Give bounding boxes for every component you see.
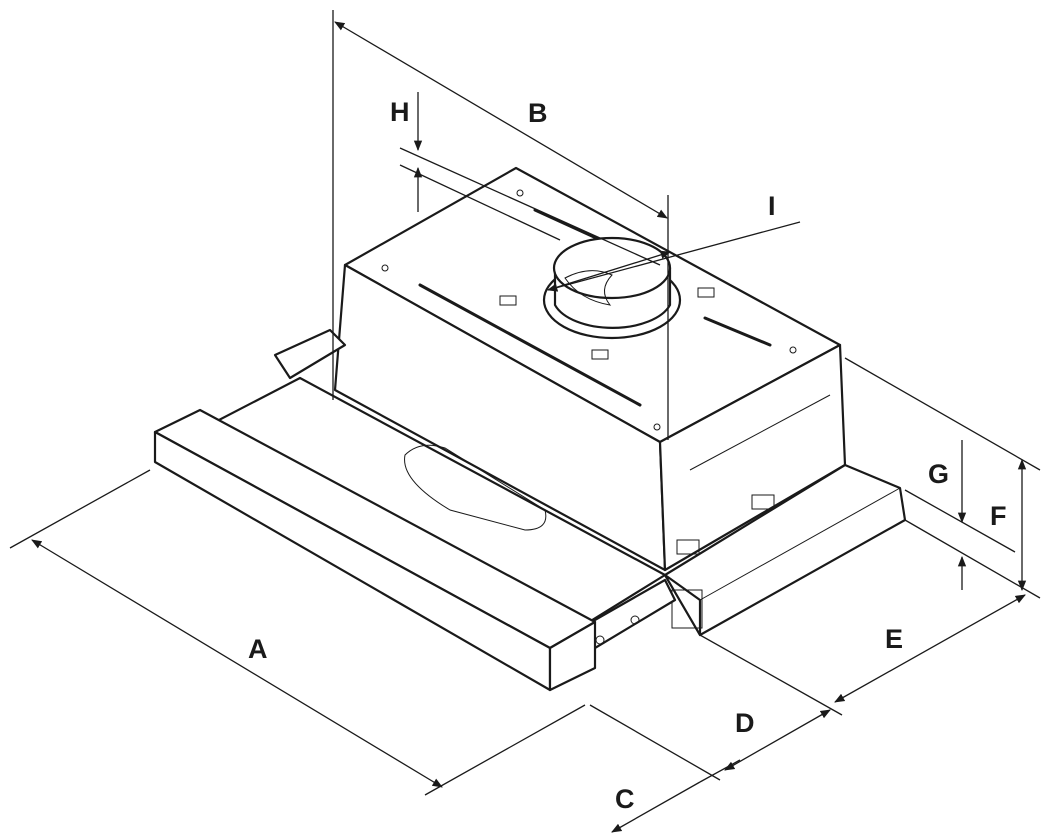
outlet-collar <box>542 236 682 340</box>
label-h: H <box>390 97 410 127</box>
label-f: F <box>990 501 1007 531</box>
label-i: I <box>768 191 776 221</box>
label-d: D <box>735 708 755 738</box>
dimension-labels: A B C D E F G H I <box>248 97 1007 814</box>
label-c: C <box>615 784 635 814</box>
label-b: B <box>528 98 548 128</box>
label-g: G <box>928 459 949 489</box>
label-a: A <box>248 634 268 664</box>
dimension-lines <box>9 10 1041 833</box>
label-e: E <box>885 624 903 654</box>
lower-chassis <box>273 328 907 637</box>
